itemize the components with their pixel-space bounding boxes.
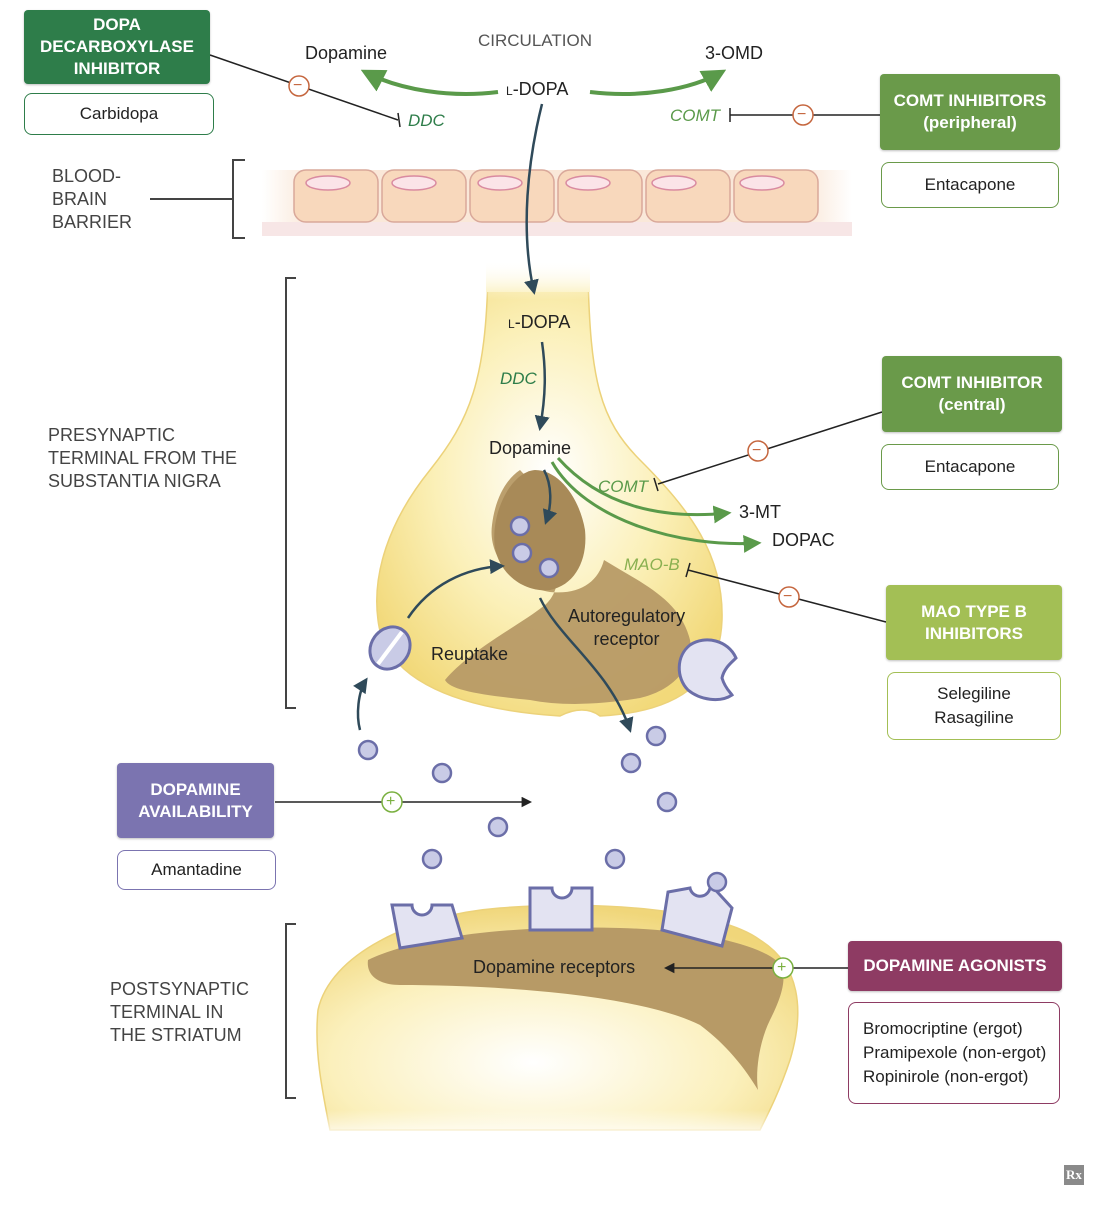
- dopamine-receptors-label: Dopamine receptors: [473, 957, 636, 977]
- dopamine-vesicles: [357, 515, 728, 893]
- autoregulatory-receptor-shape: [677, 638, 738, 702]
- circulation-label: CIRCULATION: [478, 31, 592, 50]
- comt-peripheral-header: COMT INHIBITORS(peripheral): [880, 74, 1060, 150]
- 3mt-label: 3-MT: [739, 502, 781, 522]
- omd-label: 3-OMD: [705, 43, 763, 63]
- dopamine-agonists-drugs: Bromocriptine (ergot) Pramipexole (non-e…: [848, 1002, 1060, 1104]
- comt-central-drugs: Entacapone: [881, 444, 1059, 490]
- section-brackets: [150, 159, 296, 1099]
- dopac-label: DOPAC: [772, 530, 835, 550]
- metabolic-arrows: [360, 69, 727, 96]
- dopamine-brain-label: Dopamine: [489, 438, 572, 458]
- dopamine-agonists-header: DOPAMINE AGONISTS: [848, 941, 1062, 991]
- inhibit-symbol-ddc: −: [293, 77, 303, 94]
- inhibit-symbol-comt-peripheral: −: [797, 106, 807, 123]
- dopamine-circulation-label: Dopamine: [305, 43, 388, 63]
- inhibit-symbol-comt-central: −: [752, 442, 762, 459]
- comt-label-brain: COMT: [598, 477, 649, 496]
- rx-logo: Rx: [1064, 1165, 1084, 1185]
- ddc-inhibitor-drugs: Carbidopa: [24, 93, 214, 135]
- ldopa-brain-label: L-DOPA: [508, 312, 571, 332]
- dopamine-receptor-shapes: [390, 879, 734, 950]
- dopamine-breakdown-arrows: [550, 456, 762, 553]
- stimulate-symbols: [381, 791, 794, 979]
- ddc-label-top: DDC: [408, 111, 445, 130]
- stimulate-symbol-agonists: +: [777, 959, 787, 976]
- dopamine-availability-drugs: Amantadine: [117, 850, 276, 890]
- stimulate-symbol-availability: +: [386, 793, 396, 810]
- blood-brain-barrier: [262, 169, 852, 236]
- reuptake-transporter-shape: [368, 625, 412, 671]
- ldopa-circulation-label: L-DOPA: [506, 79, 569, 99]
- inhibit-symbols: [288, 75, 814, 608]
- comt-central-header: COMT INHIBITOR(central): [882, 356, 1062, 432]
- maob-label: MAO-B: [624, 555, 680, 574]
- postsynaptic-terminal: [300, 904, 820, 1140]
- reuptake-label: Reuptake: [431, 644, 509, 664]
- transport-arrows: [353, 103, 634, 733]
- comt-label-top: COMT: [670, 106, 721, 125]
- inhibit-symbol-maob: −: [783, 588, 793, 605]
- ddc-label-brain: DDC: [500, 369, 537, 388]
- comt-peripheral-drugs: Entacapone: [881, 162, 1059, 208]
